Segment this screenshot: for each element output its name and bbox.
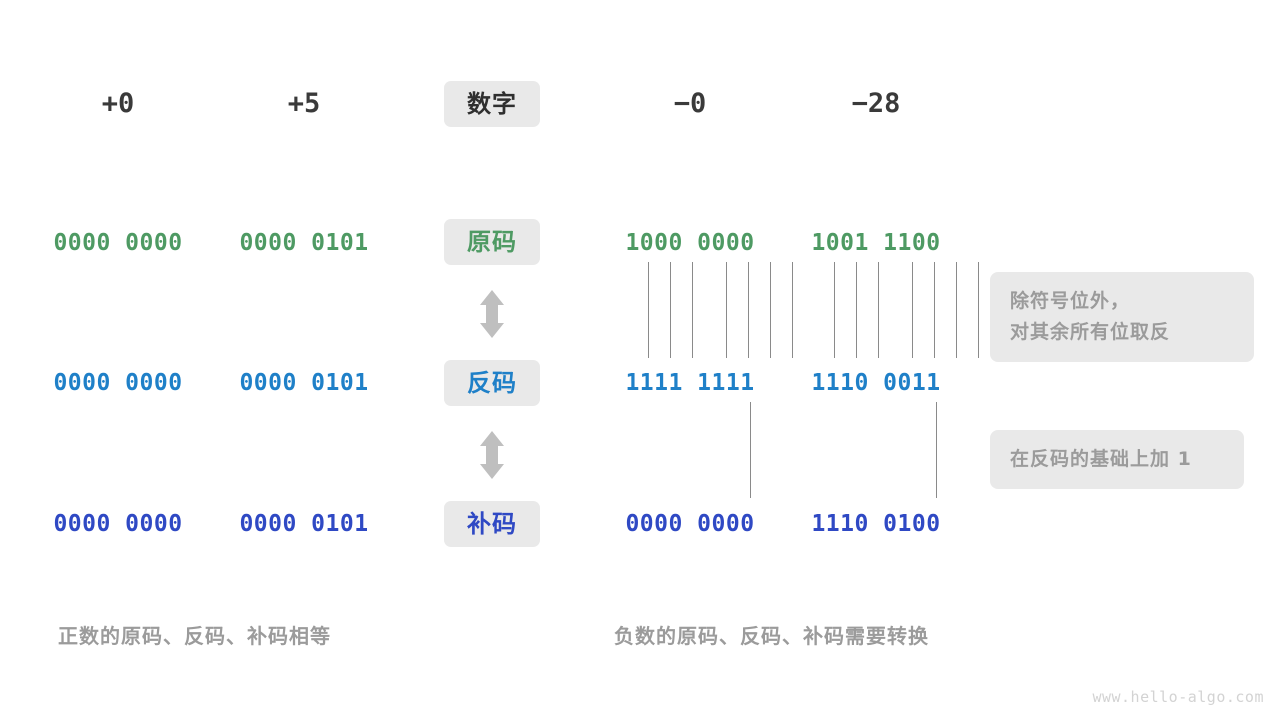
bits-twos-comp-minus0: 0000 0000 xyxy=(625,511,755,537)
connector-line xyxy=(956,262,957,358)
connector-line xyxy=(834,262,835,358)
connector-line xyxy=(692,262,693,358)
bits-sign-mag-plus5: 0000 0101 xyxy=(239,230,369,256)
column-header-plus5: +5 xyxy=(287,88,321,119)
bits-sign-mag-minus0: 1000 0000 xyxy=(625,230,755,256)
bits-twos-comp-minus28: 1110 0100 xyxy=(811,511,941,537)
bits-twos-comp-plus5: 0000 0101 xyxy=(239,511,369,537)
double-arrow-icon xyxy=(477,431,507,479)
note-invert-bits: 除符号位外， 对其余所有位取反 xyxy=(990,272,1254,362)
connector-line xyxy=(856,262,857,358)
badge-sign-magnitude: 原码 xyxy=(444,219,540,265)
bits-sign-mag-minus28: 1001 1100 xyxy=(811,230,941,256)
connector-line xyxy=(934,262,935,358)
badge-number: 数字 xyxy=(444,81,540,127)
column-header-minus28: −28 xyxy=(851,88,901,119)
connector-line xyxy=(770,262,771,358)
connector-line xyxy=(726,262,727,358)
column-header-minus0: −0 xyxy=(673,88,707,119)
note-add-one: 在反码的基础上加 1 xyxy=(990,430,1244,489)
bits-twos-comp-plus0: 0000 0000 xyxy=(53,511,183,537)
note-add-one-line-1: 在反码的基础上加 1 xyxy=(1010,448,1192,470)
bits-ones-comp-plus0: 0000 0000 xyxy=(53,370,183,396)
watermark: www.hello-algo.com xyxy=(1092,688,1264,706)
connector-line xyxy=(648,262,649,358)
connector-line xyxy=(878,262,879,358)
bits-sign-mag-plus0: 0000 0000 xyxy=(53,230,183,256)
connector-line xyxy=(936,402,937,498)
connector-line xyxy=(750,402,751,498)
caption-negative: 负数的原码、反码、补码需要转换 xyxy=(614,624,929,648)
connector-line xyxy=(978,262,979,358)
bits-ones-comp-minus0: 1111 1111 xyxy=(625,370,755,396)
note-invert-line-1: 除符号位外， xyxy=(1010,290,1131,312)
badge-ones-complement: 反码 xyxy=(444,360,540,406)
connector-line xyxy=(670,262,671,358)
badge-twos-complement: 补码 xyxy=(444,501,540,547)
connector-line xyxy=(792,262,793,358)
column-header-plus0: +0 xyxy=(101,88,135,119)
note-invert-line-2: 对其余所有位取反 xyxy=(1010,321,1171,343)
double-arrow-icon xyxy=(477,290,507,338)
connector-line xyxy=(912,262,913,358)
caption-positive: 正数的原码、反码、补码相等 xyxy=(58,624,331,648)
bits-ones-comp-minus28: 1110 0011 xyxy=(811,370,941,396)
bits-ones-comp-plus5: 0000 0101 xyxy=(239,370,369,396)
connector-line xyxy=(748,262,749,358)
